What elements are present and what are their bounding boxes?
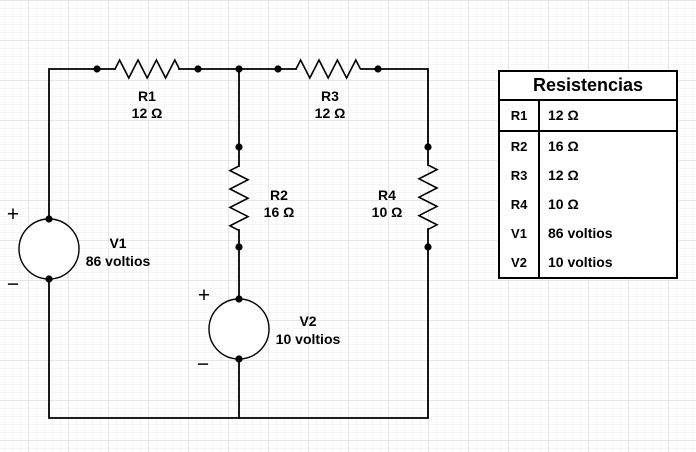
v2-plus-sign: + xyxy=(198,284,210,307)
r2-value-label: 16 Ω xyxy=(264,204,295,220)
table-row-value: 12 Ω xyxy=(548,107,579,123)
table-row: R3 12 Ω xyxy=(500,161,676,190)
v2-name-label: V2 xyxy=(299,313,316,329)
r1-value-label: 12 Ω xyxy=(132,105,163,121)
junction-dot xyxy=(194,65,202,73)
junction-dot xyxy=(235,243,243,251)
table-row-label: V1 xyxy=(500,219,540,248)
junction-dot xyxy=(45,215,53,223)
table-row-value: 10 Ω xyxy=(548,196,579,212)
r4-name-label: R4 xyxy=(378,187,396,203)
junction-dot xyxy=(235,143,243,151)
junction-dot xyxy=(374,65,382,73)
resistor-r3-symbol xyxy=(295,58,362,80)
junction-dot xyxy=(93,65,101,73)
table-row-label: R2 xyxy=(500,132,540,161)
v2-minus-sign: − xyxy=(197,353,209,376)
table-row-label: R1 xyxy=(500,101,540,130)
junction-dot xyxy=(424,143,432,151)
resistance-table: Resistencias R1 12 Ω R2 16 Ω R3 12 Ω R4 … xyxy=(498,70,678,279)
resistor-r4-symbol xyxy=(417,164,439,231)
v1-value-label: 86 voltios xyxy=(86,253,151,269)
junction-dot xyxy=(235,65,243,73)
table-row-label: V2 xyxy=(500,248,540,277)
voltage-source-v2-symbol xyxy=(208,298,270,360)
table-row: R4 10 Ω xyxy=(500,190,676,219)
junction-dot xyxy=(235,355,243,363)
table-row-value: 86 voltios xyxy=(548,225,613,241)
junction-dot xyxy=(274,65,282,73)
r3-name-label: R3 xyxy=(321,88,339,104)
v1-name-label: V1 xyxy=(109,235,126,251)
v1-minus-sign: − xyxy=(7,273,19,296)
v2-value-label: 10 voltios xyxy=(276,331,341,347)
table-row: V1 86 voltios xyxy=(500,219,676,248)
resistance-table-title: Resistencias xyxy=(500,72,676,101)
r2-name-label: R2 xyxy=(270,187,288,203)
r3-value-label: 12 Ω xyxy=(315,105,346,121)
table-row: R1 12 Ω xyxy=(500,101,676,132)
junction-dot xyxy=(235,295,243,303)
table-row: R2 16 Ω xyxy=(500,132,676,161)
wire-left-top xyxy=(48,68,116,220)
table-row-value: 12 Ω xyxy=(548,167,579,183)
wire-top-right xyxy=(360,68,429,166)
table-row-value: 16 Ω xyxy=(548,138,579,154)
junction-dot xyxy=(45,275,53,283)
r1-name-label: R1 xyxy=(138,88,156,104)
table-row-label: R3 xyxy=(500,161,540,190)
table-row-label: R4 xyxy=(500,190,540,219)
resistor-r2-symbol xyxy=(228,165,250,232)
table-row: V2 10 voltios xyxy=(500,248,676,277)
r4-value-label: 10 Ω xyxy=(372,204,403,220)
table-row-value: 10 voltios xyxy=(548,254,613,270)
voltage-source-v1-symbol xyxy=(18,218,80,280)
resistor-r1-symbol xyxy=(114,58,181,80)
junction-dot xyxy=(424,243,432,251)
v1-plus-sign: + xyxy=(7,203,19,226)
